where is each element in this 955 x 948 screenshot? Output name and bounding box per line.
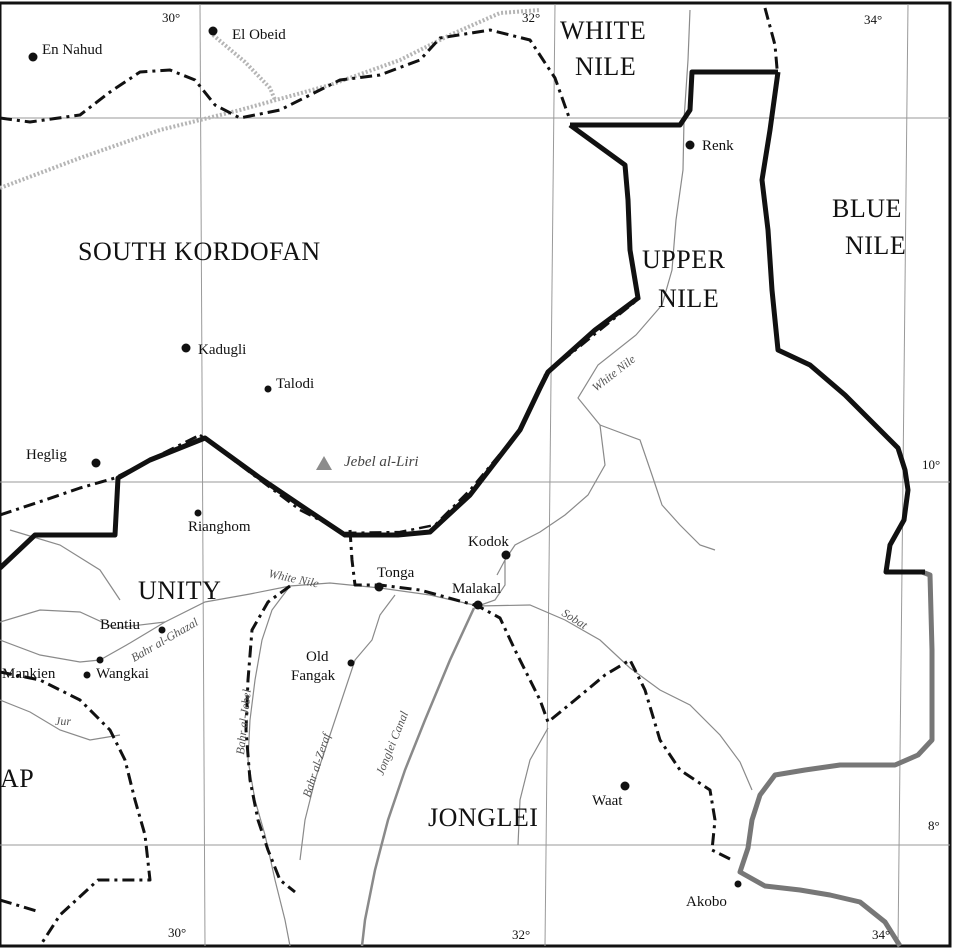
thick-boundaries xyxy=(0,69,925,575)
town-dot-waat xyxy=(620,781,630,791)
region-label-south-kordofan: SOUTH KORDOFAN xyxy=(78,237,321,266)
town-dot-tonga xyxy=(374,582,384,592)
meridian-30 xyxy=(199,3,206,947)
town-label-akobo: Akobo xyxy=(686,894,727,910)
border-unity-jonglei xyxy=(244,584,296,894)
jur-river xyxy=(0,699,121,741)
region-label-blue-nile-1: BLUE xyxy=(832,194,902,223)
rivers xyxy=(0,9,753,947)
border-unity-upper-nile xyxy=(348,529,733,862)
town-label-old-fangak-1: Old xyxy=(306,649,329,665)
railway-line xyxy=(0,8,541,190)
town-label-tonga: Tonga xyxy=(377,565,415,581)
town-label-old-fangak-2: Fangak xyxy=(291,668,336,684)
town-label-malakal: Malakal xyxy=(452,581,501,597)
graticule xyxy=(0,3,950,947)
lon-32-bottom-label: 32° xyxy=(512,927,530,942)
region-label-jonglei: JONGLEI xyxy=(428,803,538,832)
region-label-white-nile-1: WHITE xyxy=(560,16,646,45)
region-label-blue-nile-2: NILE xyxy=(845,231,906,260)
peak-label-jebel-al-liri: Jebel al-Liri xyxy=(344,454,419,470)
town-label-renk: Renk xyxy=(702,138,734,154)
town-label-waat: Waat xyxy=(592,793,623,809)
town-label-heglig: Heglig xyxy=(26,447,67,463)
town-dot-en-nahud xyxy=(28,52,38,62)
lon-30-bottom-label: 30° xyxy=(168,925,186,940)
region-label-upper-nile-1: UPPER xyxy=(642,245,726,274)
lon-34-top-label: 34° xyxy=(864,12,882,27)
town-dot-wangkai xyxy=(96,656,104,664)
lon-30-top-label: 30° xyxy=(162,10,180,25)
bahr-al-zeraf-river xyxy=(299,594,396,861)
meridian-34 xyxy=(897,3,909,947)
region-label-unity: UNITY xyxy=(138,576,221,605)
international-border xyxy=(737,569,935,948)
boundary-south-kordofan xyxy=(0,122,641,570)
town-dot-talodi xyxy=(264,385,272,393)
peak-triangle-icon xyxy=(316,456,332,470)
towns: En Nahud El Obeid Renk Kadugli Talodi He… xyxy=(2,26,742,910)
town-label-wangkai: Wangkai xyxy=(96,666,149,682)
town-dot-bentiu xyxy=(158,626,166,634)
railway xyxy=(0,8,541,190)
town-label-bentiu: Bentiu xyxy=(100,617,140,633)
town-dot-renk xyxy=(685,140,695,150)
sobat-river xyxy=(477,604,753,791)
white-nile-river-west xyxy=(99,582,479,661)
town-dot-old-fangak xyxy=(347,659,355,667)
town-label-talodi: Talodi xyxy=(276,376,314,392)
river-label-bahr-al-jebel: Bahr al-Jebel xyxy=(233,688,254,755)
lat-8-label: 8° xyxy=(928,818,940,833)
town-dot-malakal xyxy=(473,600,483,610)
lon-32-top-label: 32° xyxy=(522,10,540,25)
boundary-white-nile-upper-nile xyxy=(570,69,778,128)
boundary-blue-nile xyxy=(759,71,925,575)
region-label-white-nile-2: NILE xyxy=(575,52,636,81)
bahr-al-ghazal-river xyxy=(0,609,166,629)
border-north-kordofan xyxy=(0,28,572,124)
town-dot-kodok xyxy=(501,550,511,560)
border-white-nile-east xyxy=(763,7,780,81)
town-dot-el-obeid xyxy=(208,26,218,36)
town-dot-rianghom xyxy=(194,509,202,517)
jonglei-canal xyxy=(360,607,476,947)
town-dot-mankien xyxy=(83,671,91,679)
river-kodok xyxy=(496,559,506,576)
bahr-al-jebel-river xyxy=(247,585,291,947)
town-label-rianghom: Rianghom xyxy=(188,519,251,535)
region-label-partial-ap: AP xyxy=(0,764,34,793)
town-dot-kadugli xyxy=(181,343,191,353)
town-dot-heglig xyxy=(91,458,101,468)
town-label-kodok: Kodok xyxy=(468,534,509,550)
town-label-el-obeid: El Obeid xyxy=(232,27,286,43)
town-label-kadugli: Kadugli xyxy=(198,342,246,358)
river-east-branch xyxy=(599,424,716,551)
border-unity-southwest xyxy=(0,670,152,947)
river-unity-west xyxy=(0,639,101,663)
meridian-32 xyxy=(544,3,556,947)
river-label-jur: Jur xyxy=(55,714,71,728)
town-label-mankien: Mankien xyxy=(2,666,56,682)
town-label-en-nahud: En Nahud xyxy=(42,42,103,58)
town-dot-akobo xyxy=(734,880,742,888)
lon-34-bottom-label: 34° xyxy=(872,927,890,942)
lat-10-label: 10° xyxy=(922,457,940,472)
river-south-jonglei xyxy=(517,727,549,846)
railway-spur xyxy=(211,33,277,101)
region-label-upper-nile-2: NILE xyxy=(658,284,719,313)
border-west-south xyxy=(0,898,41,914)
